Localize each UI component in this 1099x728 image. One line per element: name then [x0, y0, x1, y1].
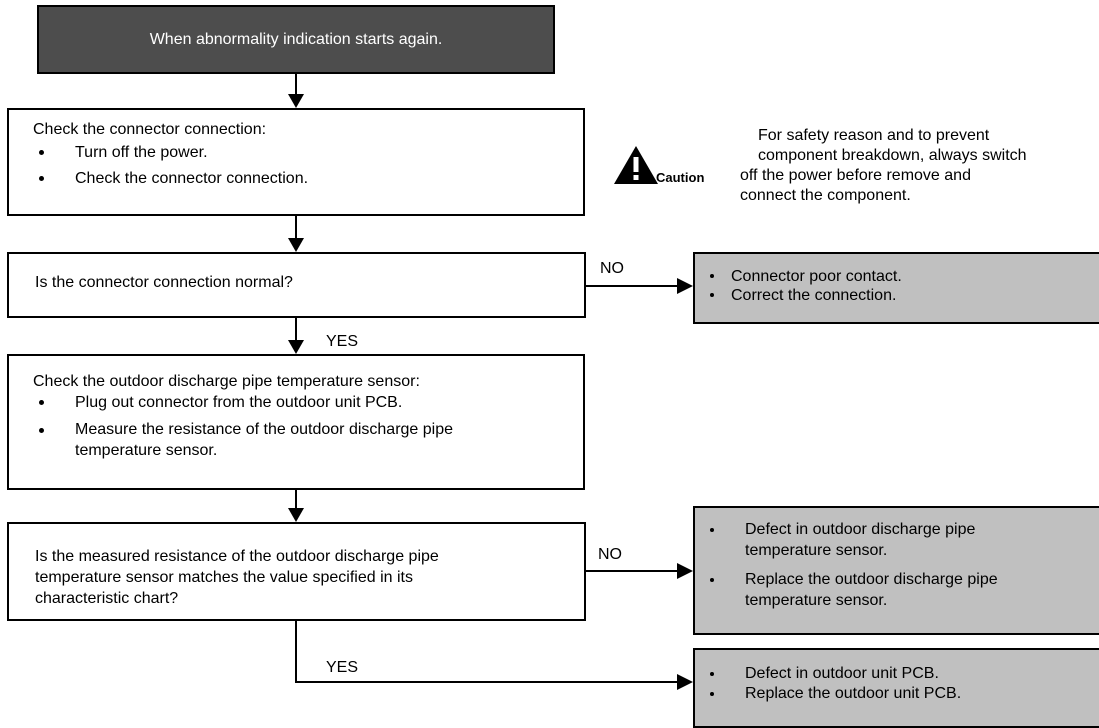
arrowhead	[677, 674, 693, 690]
result-poor-contact-box	[693, 252, 1099, 324]
caution-line: component breakdown, always switch	[758, 147, 1027, 164]
bullet-text: Correct the connection.	[731, 287, 897, 304]
no-label: NO	[600, 260, 624, 277]
bullet-dot	[39, 150, 44, 155]
no-label: NO	[598, 546, 622, 563]
yes-label: YES	[326, 333, 359, 350]
decision-connector-normal	[7, 252, 586, 318]
result-sensor-defect-box	[693, 506, 1099, 635]
bullet-text: Defect in outdoor discharge pipe	[745, 521, 976, 538]
decision-resistance-line: characteristic chart?	[35, 590, 179, 607]
bullet-text: Replace the outdoor unit PCB.	[745, 685, 962, 702]
bullet-text: temperature sensor.	[745, 592, 888, 609]
decision-connector-text: Is the connector connection normal?	[35, 274, 293, 291]
bullet-dot	[710, 692, 714, 696]
start-box: When abnormality indication starts again…	[37, 5, 555, 74]
caution-label: Caution	[656, 170, 705, 185]
decision-resistance-line: temperature sensor matches the value spe…	[35, 569, 413, 586]
bullet-dot	[710, 293, 714, 297]
bullet-text: Turn off the power.	[75, 144, 208, 161]
arrowhead	[288, 238, 304, 252]
bullet-dot	[39, 428, 44, 433]
caution-line: connect the component.	[740, 187, 911, 204]
arrowhead	[288, 94, 304, 108]
bullet-text: temperature sensor.	[745, 542, 888, 559]
check-sensor-box	[7, 354, 585, 490]
decision-resistance-box	[7, 522, 586, 621]
bullet-text: Measure the resistance of the outdoor di…	[75, 421, 454, 438]
bullet-dot	[710, 578, 714, 582]
bullet-dot	[39, 176, 44, 181]
bullet-text: temperature sensor.	[75, 442, 218, 459]
caution-icon	[614, 146, 658, 184]
check-connector-title: Check the connector connection:	[33, 121, 267, 138]
bullet-text: Connector poor contact.	[731, 268, 902, 285]
bullet-text: Replace the outdoor discharge pipe	[745, 571, 998, 588]
bullet-dot	[710, 528, 714, 532]
yes-label: YES	[326, 659, 359, 676]
caution-line: For safety reason and to prevent	[758, 127, 990, 144]
bullet-text: Plug out connector from the outdoor unit…	[75, 394, 403, 411]
check-connector-box	[7, 108, 585, 216]
bullet-text: Defect in outdoor unit PCB.	[745, 665, 939, 682]
start-text: When abnormality indication starts again…	[149, 30, 443, 48]
bullet-dot	[710, 274, 714, 278]
decision-resistance-line: Is the measured resistance of the outdoo…	[35, 548, 439, 565]
arrowhead	[677, 563, 693, 579]
bullet-dot	[39, 400, 44, 405]
bullet-dot	[710, 672, 714, 676]
check-sensor-title: Check the outdoor discharge pipe tempera…	[33, 373, 420, 390]
caution-line: off the power before remove and	[740, 167, 971, 184]
arrowhead	[288, 340, 304, 354]
arrowhead	[288, 508, 304, 522]
arrowhead	[677, 278, 693, 294]
bullet-text: Check the connector connection.	[75, 170, 309, 187]
